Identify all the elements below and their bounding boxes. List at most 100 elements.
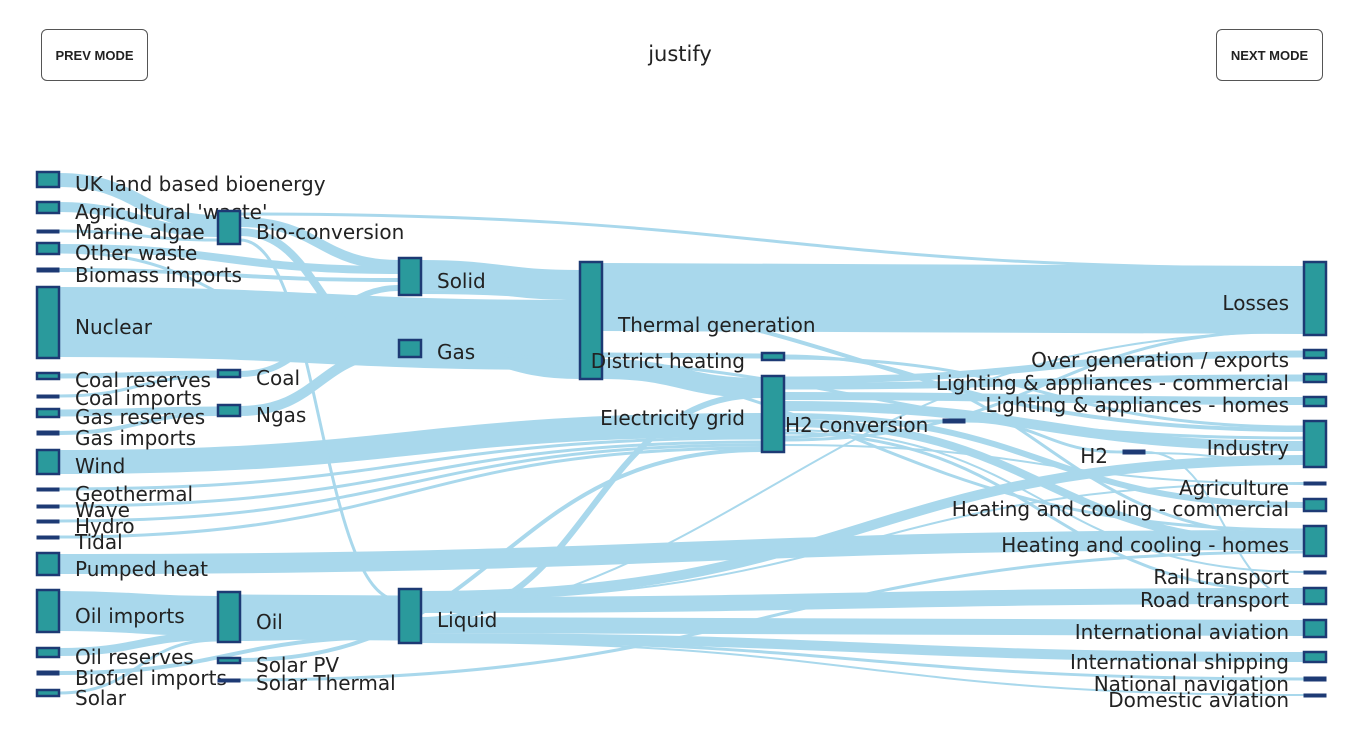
node-liquid[interactable]: Liquid bbox=[397, 587, 497, 645]
node-rect-national_navigation[interactable] bbox=[1303, 676, 1327, 682]
node-rect-road_transport[interactable] bbox=[1302, 586, 1328, 606]
link-bio_conversion-to-liquid[interactable] bbox=[239, 238, 400, 602]
node-rect-hydro[interactable] bbox=[36, 519, 60, 524]
node-national_navigation[interactable]: National navigation bbox=[1094, 672, 1327, 696]
link-liquid-to-electricity_grid[interactable] bbox=[420, 392, 763, 623]
node-rect-coal[interactable] bbox=[216, 368, 242, 379]
link-electricity_grid-to-over_generation[interactable] bbox=[783, 350, 1305, 384]
node-coal_imports[interactable]: Coal imports bbox=[36, 386, 202, 410]
link-solid-to-thermal_generation[interactable] bbox=[420, 260, 581, 300]
link-bio_conversion-to-gas[interactable] bbox=[239, 228, 400, 352]
node-tidal[interactable]: Tidal bbox=[36, 530, 123, 554]
node-rect-nuclear[interactable] bbox=[35, 285, 61, 360]
node-wind[interactable]: Wind bbox=[35, 448, 125, 478]
node-international_shipping[interactable]: International shipping bbox=[1070, 650, 1328, 674]
node-bio_conversion[interactable]: Bio-conversion bbox=[216, 209, 404, 246]
node-rail_transport[interactable]: Rail transport bbox=[1153, 565, 1327, 589]
node-rect-solar_pv[interactable] bbox=[216, 656, 242, 665]
link-liquid-to-road_transport[interactable] bbox=[420, 588, 1305, 613]
node-rect-biomass_imports[interactable] bbox=[36, 267, 60, 273]
node-wave[interactable]: Wave bbox=[36, 498, 130, 522]
link-solar_thermal-to-heating_homes[interactable] bbox=[239, 550, 1305, 682]
node-international_aviation[interactable]: International aviation bbox=[1075, 618, 1328, 644]
node-losses[interactable]: Losses bbox=[1222, 260, 1328, 337]
node-gas_reserves[interactable]: Gas reserves bbox=[35, 405, 205, 429]
link-electricity_grid-to-h2_conversion[interactable] bbox=[783, 419, 944, 439]
node-solar[interactable]: Solar bbox=[35, 686, 127, 710]
node-rect-coal_reserves[interactable] bbox=[35, 371, 61, 381]
link-electricity_grid-to-road_transport[interactable] bbox=[783, 431, 1305, 594]
node-industry[interactable]: Industry bbox=[1207, 419, 1328, 469]
node-rect-gas[interactable] bbox=[397, 338, 423, 359]
link-district_heating-to-industry[interactable] bbox=[783, 356, 1305, 429]
link-thermal_generation-to-electricity_grid[interactable] bbox=[601, 359, 763, 398]
node-uk_bio[interactable]: UK land based bioenergy bbox=[35, 170, 326, 196]
node-rect-industry[interactable] bbox=[1302, 419, 1328, 469]
link-bio_conversion-to-solid[interactable] bbox=[239, 217, 400, 270]
link-electricity_grid-to-heating_commercial[interactable] bbox=[783, 413, 1305, 508]
node-domestic_aviation[interactable]: Domestic aviation bbox=[1108, 688, 1327, 712]
link-gas-to-thermal_generation[interactable] bbox=[420, 340, 581, 379]
node-rect-losses[interactable] bbox=[1302, 260, 1328, 337]
node-gas[interactable]: Gas bbox=[397, 338, 475, 364]
link-electricity_grid-to-lighting_commercial[interactable] bbox=[783, 374, 1305, 390]
link-electricity_grid-to-losses[interactable] bbox=[783, 328, 1305, 442]
node-rect-h2[interactable] bbox=[1122, 449, 1146, 455]
link-liquid-to-national_navigation[interactable] bbox=[420, 639, 1305, 681]
node-rect-uk_bio[interactable] bbox=[35, 170, 61, 189]
node-rect-lighting_homes[interactable] bbox=[1302, 395, 1328, 408]
node-rect-coal_imports[interactable] bbox=[36, 394, 60, 399]
node-rect-domestic_aviation[interactable] bbox=[1303, 693, 1327, 698]
link-liquid-to-industry[interactable] bbox=[420, 455, 1305, 601]
node-oil[interactable]: Oil bbox=[216, 590, 283, 644]
node-rect-district_heating[interactable] bbox=[760, 351, 786, 362]
node-solar_pv[interactable]: Solar PV bbox=[216, 653, 339, 677]
node-nuclear[interactable]: Nuclear bbox=[35, 285, 153, 360]
link-geothermal-to-electricity_grid[interactable] bbox=[58, 436, 763, 491]
node-thermal_generation[interactable]: Thermal generation bbox=[578, 260, 816, 381]
link-district_heating-to-heating_homes[interactable] bbox=[783, 354, 1305, 538]
node-road_transport[interactable]: Road transport bbox=[1140, 586, 1328, 612]
node-oil_reserves[interactable]: Oil reserves bbox=[35, 645, 194, 669]
link-biomass_imports-to-solid[interactable] bbox=[58, 268, 400, 282]
node-rect-solid[interactable] bbox=[397, 256, 423, 297]
link-solar_pv-to-electricity_grid[interactable] bbox=[239, 448, 763, 662]
link-ngas-to-gas[interactable] bbox=[239, 347, 400, 416]
link-uk_bio-to-bio_conversion[interactable] bbox=[58, 173, 219, 229]
node-rect-heating_commercial[interactable] bbox=[1302, 497, 1328, 513]
link-oil_imports-to-oil[interactable] bbox=[58, 591, 219, 636]
node-rect-thermal_generation[interactable] bbox=[578, 260, 604, 381]
node-rect-international_aviation[interactable] bbox=[1302, 618, 1328, 639]
link-h2-to-road_transport[interactable] bbox=[1144, 451, 1305, 601]
node-other_waste[interactable]: Other waste bbox=[35, 241, 197, 265]
link-hydro-to-electricity_grid[interactable] bbox=[58, 443, 763, 523]
node-rect-geothermal[interactable] bbox=[36, 487, 60, 492]
node-rect-marine_algae[interactable] bbox=[36, 229, 60, 234]
node-rect-liquid[interactable] bbox=[397, 587, 423, 645]
node-rect-over_generation[interactable] bbox=[1302, 348, 1328, 360]
node-lighting_homes[interactable]: Lighting & appliances - homes bbox=[985, 393, 1328, 417]
node-pumped_heat[interactable]: Pumped heat bbox=[35, 551, 208, 581]
link-gas_reserves-to-ngas[interactable] bbox=[58, 406, 219, 417]
node-solar_thermal[interactable]: Solar Thermal bbox=[217, 671, 396, 695]
link-coal-to-solid[interactable] bbox=[239, 285, 400, 377]
node-solid[interactable]: Solid bbox=[397, 256, 486, 297]
node-rect-oil_reserves[interactable] bbox=[35, 646, 61, 659]
node-hydro[interactable]: Hydro bbox=[36, 514, 135, 538]
link-h2_conversion-to-h2[interactable] bbox=[964, 419, 1124, 454]
link-tidal-to-electricity_grid[interactable] bbox=[58, 446, 763, 539]
link-coal_imports-to-coal[interactable] bbox=[58, 374, 219, 398]
prev-mode-button[interactable]: PREV MODE bbox=[41, 29, 148, 81]
link-coal_reserves-to-coal[interactable] bbox=[58, 370, 219, 379]
node-rect-bio_conversion[interactable] bbox=[216, 209, 242, 246]
node-rect-wind[interactable] bbox=[35, 448, 61, 476]
node-rect-pumped_heat[interactable] bbox=[35, 551, 61, 577]
link-electricity_grid-to-heating_homes[interactable] bbox=[783, 419, 1305, 548]
node-over_generation[interactable]: Over generation / exports bbox=[1031, 348, 1328, 372]
node-rect-rail_transport[interactable] bbox=[1303, 570, 1327, 575]
link-electricity_grid-to-rail_transport[interactable] bbox=[783, 429, 1305, 573]
node-gas_imports[interactable]: Gas imports bbox=[36, 426, 196, 450]
link-electricity_grid-to-industry[interactable] bbox=[783, 401, 1305, 451]
node-biomass_imports[interactable]: Biomass imports bbox=[36, 263, 242, 287]
node-ngas[interactable]: Ngas bbox=[216, 403, 306, 427]
